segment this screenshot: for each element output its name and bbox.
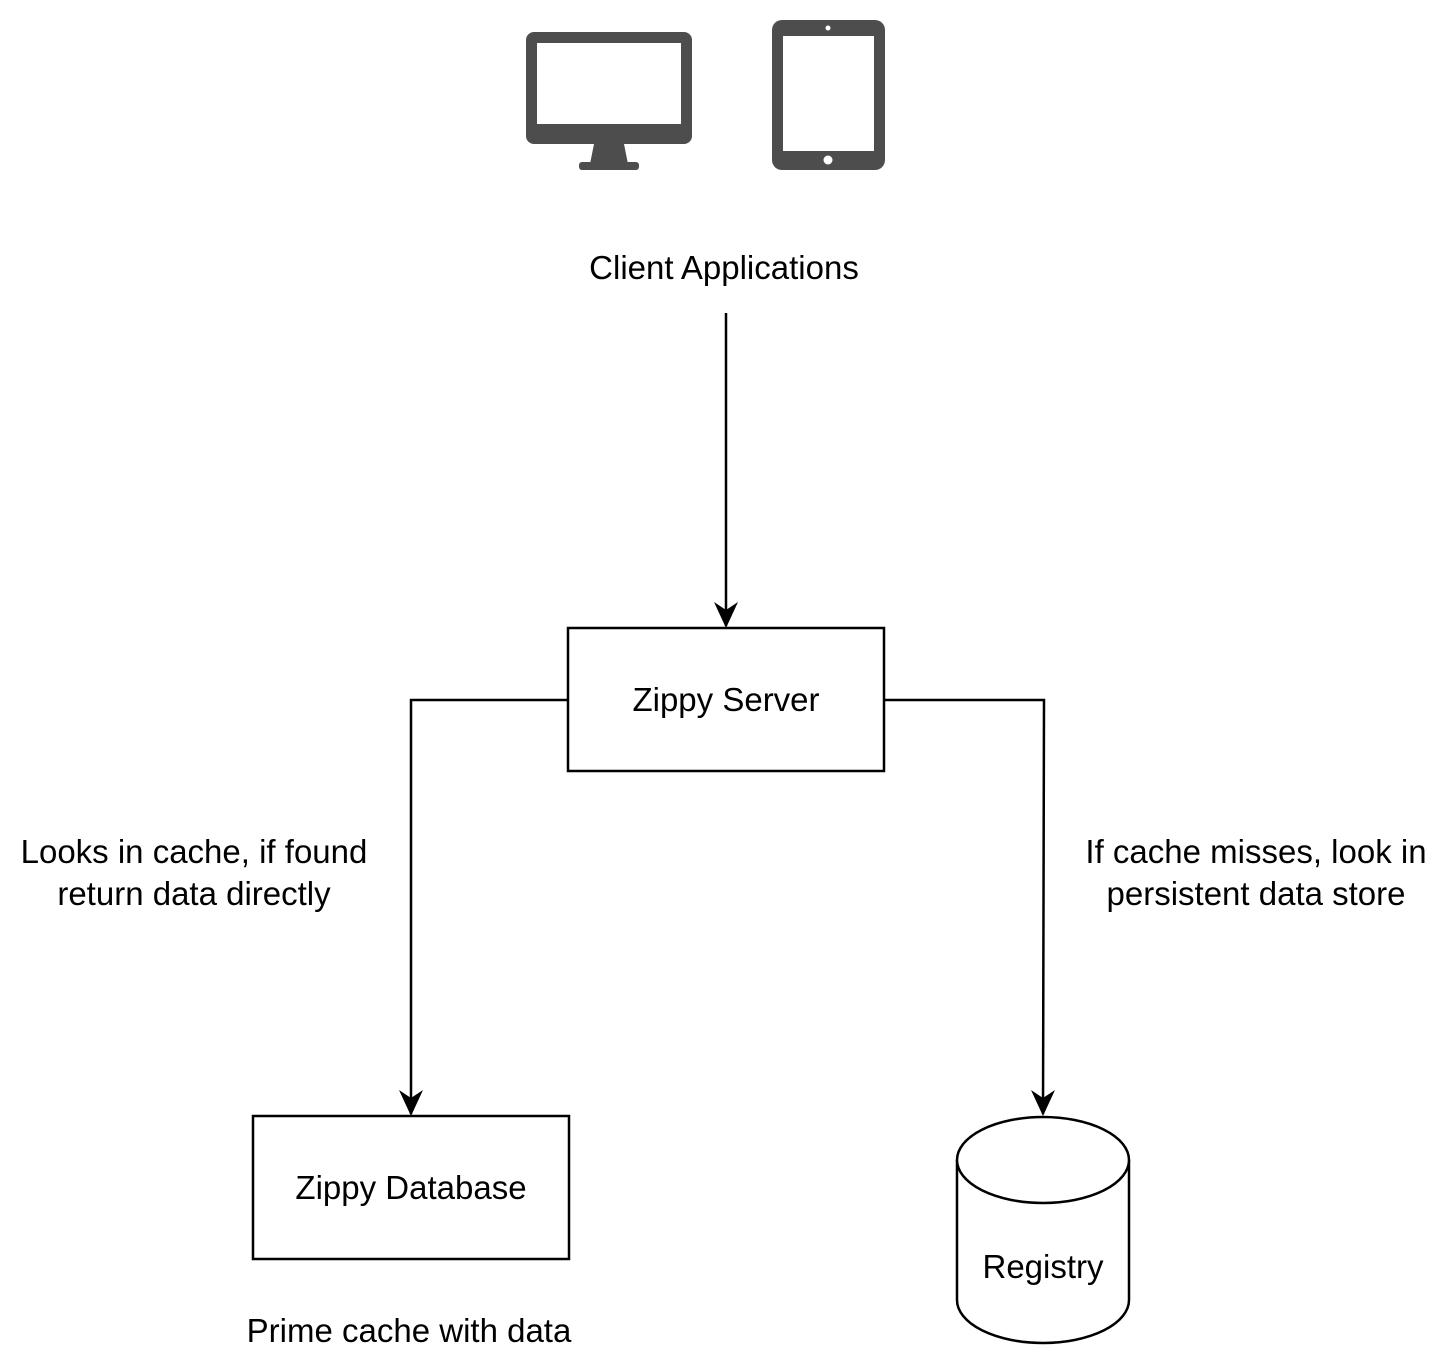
cache-miss-label-line1: If cache misses, look in bbox=[1085, 833, 1427, 870]
client-applications-label: Client Applications bbox=[589, 249, 859, 286]
registry-label: Registry bbox=[982, 1248, 1104, 1285]
cache-miss-label: If cache misses, look in persistent data… bbox=[1068, 831, 1444, 915]
zippy-server-label: Zippy Server bbox=[632, 680, 820, 718]
registry-cylinder bbox=[955, 1115, 1131, 1345]
cache-hit-label: Looks in cache, if found return data dir… bbox=[4, 831, 384, 915]
zippy-server-box bbox=[566, 626, 886, 773]
zippy-database-box bbox=[251, 1114, 571, 1261]
edge-clients-to-server bbox=[714, 313, 738, 628]
tablet-icon bbox=[772, 20, 885, 170]
cache-hit-label-line1: Looks in cache, if found bbox=[20, 833, 368, 870]
edge-server-to-database bbox=[399, 698, 567, 1116]
edge-server-to-registry bbox=[885, 698, 1055, 1116]
zippy-database-label: Zippy Database bbox=[295, 1168, 527, 1206]
desktop-monitor-icon bbox=[526, 32, 692, 170]
cache-miss-label-line2: persistent data store bbox=[1106, 875, 1406, 912]
cache-hit-label-line2: return data directly bbox=[57, 875, 331, 912]
prime-cache-label: Prime cache with data bbox=[246, 1312, 572, 1349]
